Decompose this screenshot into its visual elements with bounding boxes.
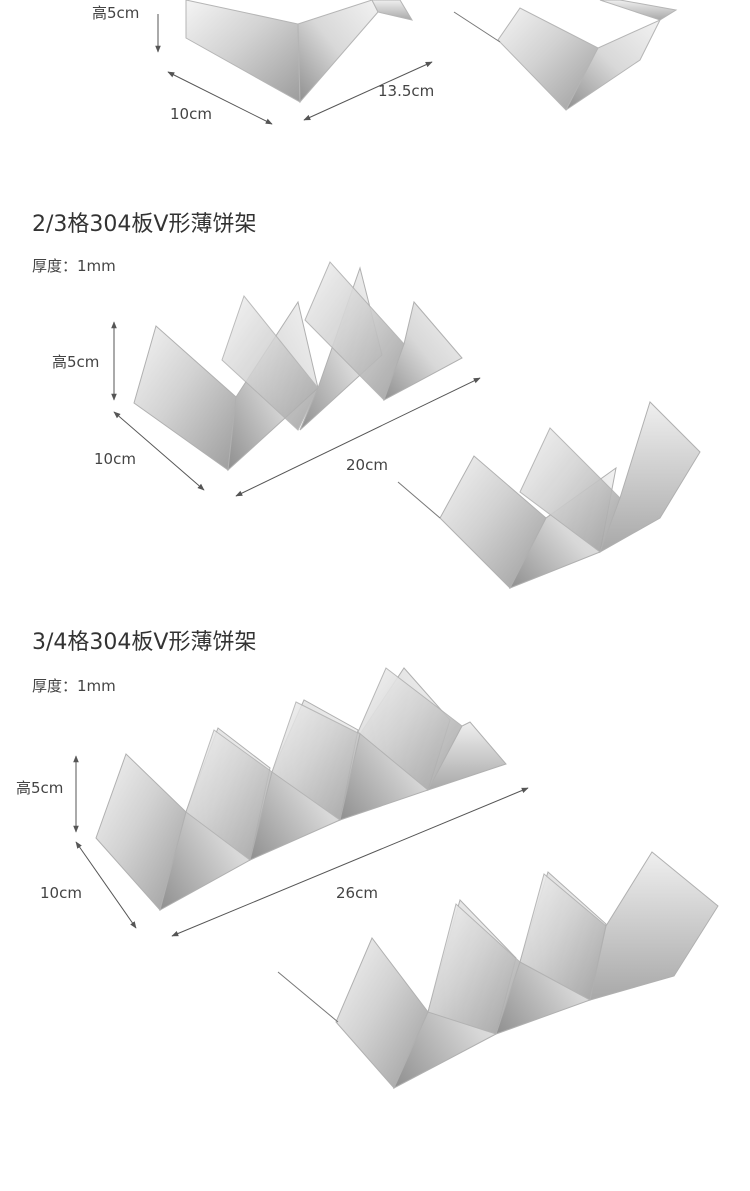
- length-label-2: 20cm: [346, 456, 388, 474]
- length-label-3: 26cm: [336, 884, 378, 902]
- length-label-1: 13.5cm: [378, 82, 435, 100]
- rack-3slot-front: [95, 667, 507, 912]
- section-2-title: 2/3格304板V形薄饼架: [32, 212, 257, 237]
- thickness-label-2: 厚度：1mm: [32, 257, 116, 275]
- height-label-3: 高5cm: [16, 779, 64, 797]
- depth-label-2: 10cm: [94, 450, 136, 468]
- dimension-lines-3: [73, 755, 529, 937]
- section-3-title: 3/4格304板V形薄饼架: [32, 630, 257, 655]
- thickness-label-3: 厚度：1mm: [32, 677, 116, 695]
- dimension-lines-2: [111, 321, 481, 497]
- rack-2slot-side: [397, 401, 701, 589]
- depth-label-3: 10cm: [40, 884, 82, 902]
- rack-1slot-side: [453, 0, 678, 111]
- depth-label-1: 10cm: [170, 105, 212, 123]
- dimension-lines-1: [155, 14, 433, 125]
- height-label-2: 高5cm: [52, 353, 100, 371]
- rack-3slot-side: [277, 851, 719, 1090]
- height-label-1: 高5cm: [92, 4, 140, 22]
- rack-2slot-front: [133, 261, 463, 472]
